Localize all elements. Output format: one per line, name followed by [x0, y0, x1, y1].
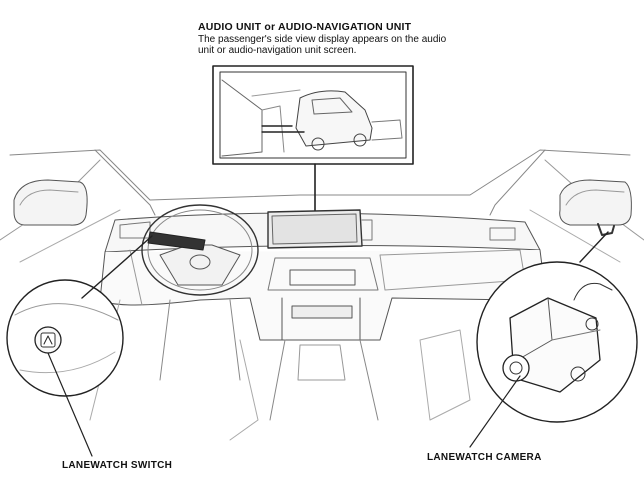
switch-label-pointer: [47, 352, 93, 457]
lanewatch-camera-label: LANEWATCH CAMERA: [427, 452, 542, 463]
camera-leader-line: [579, 231, 609, 263]
camera-label-pointer: [469, 375, 521, 448]
switch-detail-callout: [6, 279, 124, 397]
inset-camera-view: [212, 65, 414, 165]
left-side-mirror: [13, 179, 88, 226]
center-display-screen: [267, 209, 373, 249]
header-description: The passenger's side view display appear…: [198, 34, 447, 56]
lanewatch-switch-label: LANEWATCH SWITCH: [62, 460, 173, 471]
camera-detail-callout: [476, 261, 638, 423]
switch-leader-line: [81, 235, 153, 299]
right-side-mirror: [559, 179, 632, 236]
header-title: AUDIO UNIT or AUDIO-NAVIGATION UNIT: [198, 21, 412, 33]
